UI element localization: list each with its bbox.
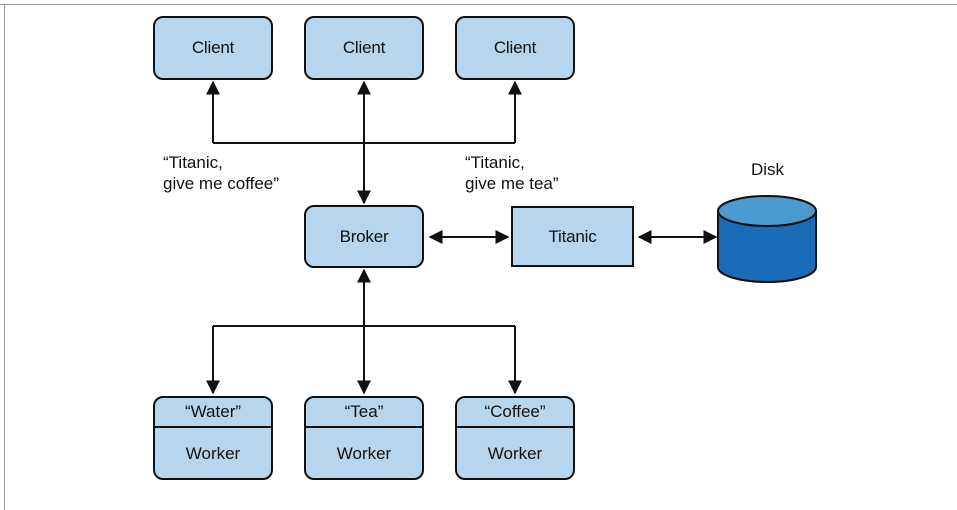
worker-service-label: “Coffee”: [457, 398, 573, 428]
titanic-box: Titanic: [511, 206, 634, 267]
disk-icon: [717, 195, 817, 283]
request-tea-label: “Titanic, give me tea”: [465, 153, 559, 193]
client-box-2: Client: [304, 16, 424, 80]
worker-service-label: “Water”: [155, 398, 271, 428]
titanic-label: Titanic: [548, 226, 597, 246]
frame-left-border: [4, 4, 5, 510]
worker-service-label: “Tea”: [306, 398, 422, 428]
frame-top-border: [0, 4, 957, 5]
request-coffee-label: “Titanic, give me coffee”: [163, 153, 279, 193]
worker-box-2: “Tea” Worker: [304, 396, 424, 480]
broker-box: Broker: [304, 205, 424, 268]
disk-label: Disk: [751, 160, 785, 179]
client-label: Client: [191, 38, 235, 57]
client-box-1: Client: [153, 16, 273, 80]
worker-box-1: “Water” Worker: [153, 396, 273, 480]
client-label: Client: [493, 38, 537, 57]
broker-label: Broker: [339, 226, 389, 246]
worker-label: Worker: [185, 444, 241, 463]
client-box-3: Client: [455, 16, 575, 80]
worker-label: Worker: [487, 444, 543, 463]
client-label: Client: [342, 38, 386, 57]
worker-box-3: “Coffee” Worker: [455, 396, 575, 480]
worker-label: Worker: [336, 444, 392, 463]
